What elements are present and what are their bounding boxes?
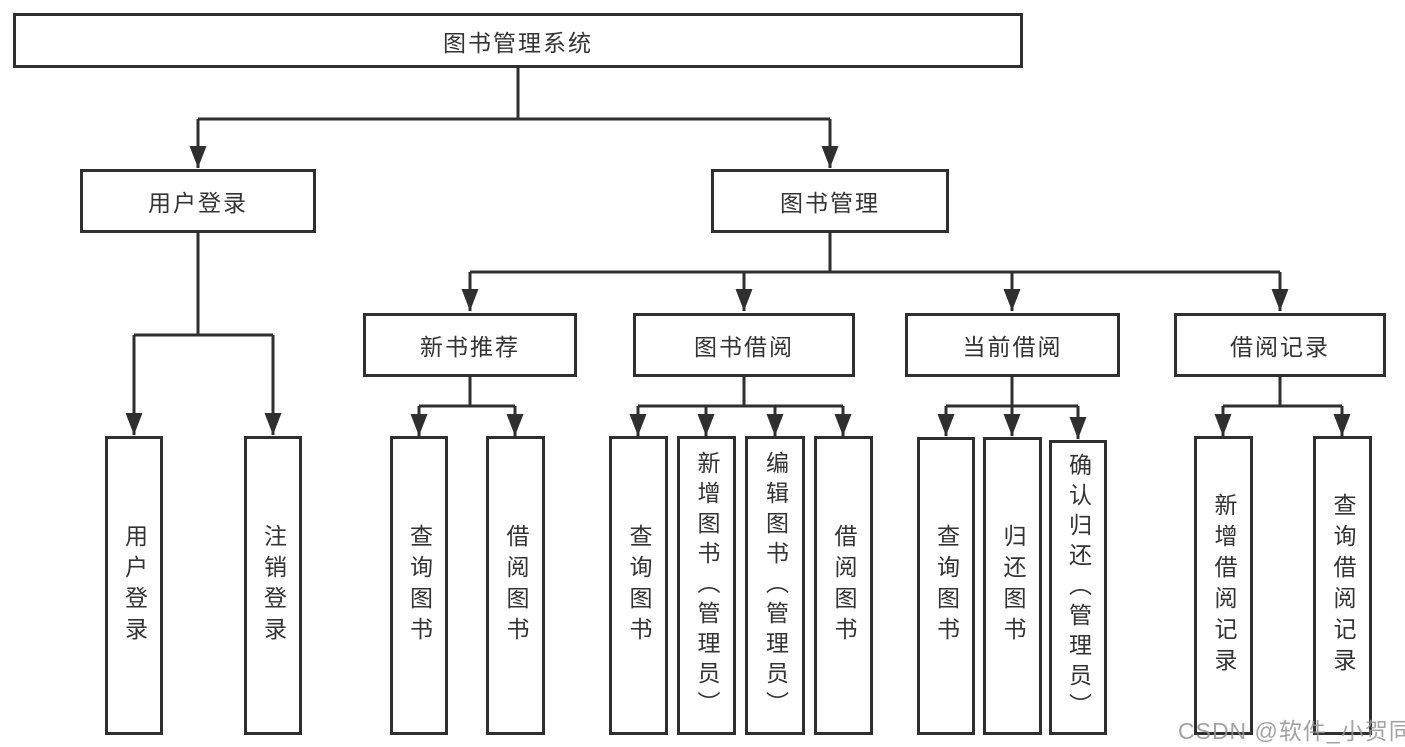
node-label: 新书推荐: [420, 334, 520, 360]
leaf-return-books: 归还图书: [983, 437, 1042, 735]
leaf-edit-books-admin: 编辑图书（管理员）: [745, 436, 805, 735]
node-user-login: 用户登录: [80, 169, 316, 233]
node-new-book-recommendation: 新书推荐: [363, 313, 577, 377]
leaf-query-books-current: 查询图书: [917, 437, 975, 735]
node-library-management-system: 图书管理系统: [13, 13, 1023, 68]
node-label: 查询图书: [933, 524, 960, 648]
node-label: 查询图书: [406, 523, 433, 648]
leaf-query-borrow-record: 查询借阅记录: [1313, 436, 1372, 735]
node-label: 当前借阅: [962, 334, 1063, 360]
node-label: 编辑图书（管理员）: [762, 450, 789, 721]
leaf-add-books-admin: 新增图书（管理员）: [677, 436, 736, 735]
node-label: 查询图书: [626, 523, 652, 648]
node-label: 借阅图书: [503, 523, 529, 648]
node-label: 用户登录: [121, 523, 148, 648]
node-borrowing-records: 借阅记录: [1174, 313, 1386, 377]
node-label: 借阅图书: [831, 523, 857, 648]
node-label: 确认归还（管理员）: [1065, 452, 1092, 723]
node-label: 图书借阅: [694, 334, 794, 360]
leaf-user-login: 用户登录: [105, 436, 163, 735]
leaf-logout-login: 注销登录: [244, 436, 302, 735]
node-label: 归还图书: [1000, 524, 1026, 648]
leaf-borrow-books-borrowing: 借阅图书: [814, 436, 873, 735]
node-label: 新增图书（管理员）: [694, 450, 720, 721]
node-label: 新增借阅记录: [1211, 492, 1237, 679]
node-book-management: 图书管理: [711, 169, 949, 233]
node-book-borrowing: 图书借阅: [633, 313, 855, 377]
node-current-borrowing: 当前借阅: [905, 313, 1120, 377]
leaf-borrow-books-recommend: 借阅图书: [486, 436, 545, 735]
csdn-watermark: CSDN @软件_小贺同学: [1178, 718, 1405, 744]
node-label: 借阅记录: [1230, 334, 1330, 360]
node-label: 查询借阅记录: [1330, 492, 1356, 679]
node-label: 图书管理系统: [443, 29, 593, 56]
leaf-query-books-borrowing: 查询图书: [609, 436, 668, 735]
node-label: 用户登录: [148, 190, 248, 216]
leaf-query-books-recommend: 查询图书: [390, 436, 448, 735]
leaf-add-borrow-record: 新增借阅记录: [1194, 436, 1253, 735]
leaf-confirm-return-admin: 确认归还（管理员）: [1049, 440, 1107, 735]
node-label: 图书管理: [780, 190, 880, 216]
node-label: 注销登录: [260, 523, 287, 648]
